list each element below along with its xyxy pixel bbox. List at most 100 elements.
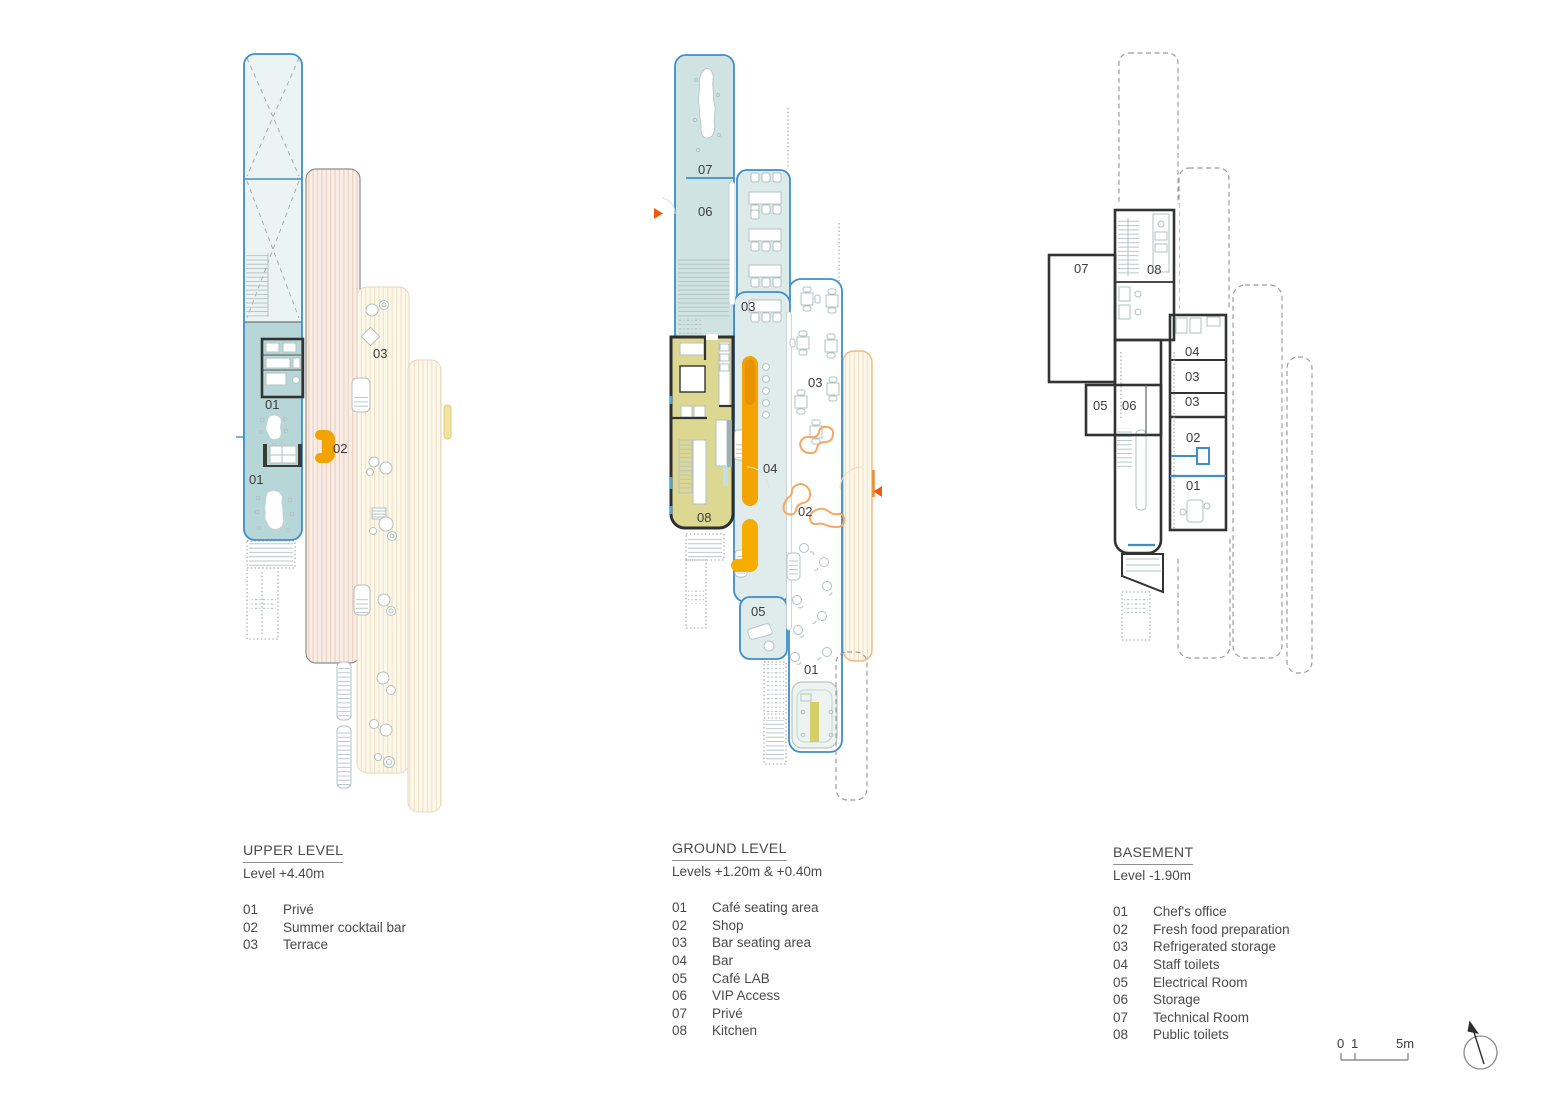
door-swing (661, 197, 676, 215)
basement-plan-drawing: 07 08 (1044, 52, 1313, 674)
room-label: 07 (1074, 261, 1088, 276)
legend-title: UPPER LEVEL (243, 843, 344, 863)
sofa (264, 490, 285, 530)
cafe-lab-table (763, 640, 775, 652)
upper-external-stair (246, 540, 296, 640)
chefs-desk (1186, 499, 1204, 523)
room-label: 02 (1186, 430, 1200, 445)
scale-bar: 0 1 5m (1337, 1036, 1414, 1061)
wall-sliver (728, 181, 736, 306)
room-label: 01 (1186, 478, 1200, 493)
upper-terrace-strip-1 (305, 168, 361, 664)
upper-stair (246, 253, 268, 317)
private-dining-room (791, 681, 838, 749)
footprint-deck-dashed (1286, 356, 1313, 674)
wall-sliver (786, 311, 792, 631)
room-label: 03 (1185, 369, 1199, 384)
entrance-arrow-west (654, 208, 663, 219)
room-label: 04 (1185, 344, 1199, 359)
bar-counter-2 (742, 519, 758, 572)
bar-counter-2-hook (731, 559, 751, 572)
room-label: 04 (763, 461, 777, 476)
room-label: 05 (751, 604, 765, 619)
prive-dots (692, 77, 722, 153)
shop-displays (782, 425, 845, 528)
upper-tower-outline (243, 53, 303, 541)
sofa-dots (254, 495, 295, 533)
scale-tick-0-label: 0 (1337, 1036, 1344, 1051)
vip-stair-dots (678, 318, 702, 334)
bar-seating-tables (748, 172, 782, 323)
door-swing (746, 466, 770, 490)
vip-stair (678, 257, 729, 317)
legend-subtitle: Levels +1.20m & +0.40m (672, 863, 823, 879)
room-label: 05 (1093, 398, 1107, 413)
sofa (265, 414, 282, 441)
legend-title: BASEMENT (1113, 845, 1194, 865)
room-label: 06 (698, 204, 712, 219)
upper-terrace-strip-3 (407, 359, 442, 813)
cafe-external-stairs (763, 661, 787, 765)
room-label: 03 (373, 346, 387, 361)
terrace-stair-tabs (336, 377, 371, 789)
room-label: 08 (697, 510, 711, 525)
ground-level-plan-drawing: 07 06 03 (654, 54, 882, 801)
north-arrow-icon (1463, 1020, 1498, 1070)
dining-table (810, 702, 819, 742)
legend-subtitle: Level +4.40m (243, 865, 325, 881)
room-label: 07 (698, 162, 712, 177)
bar-counter-top (745, 359, 755, 405)
terrace-plants (360, 300, 397, 768)
room-label: 06 (1122, 398, 1136, 413)
scale-tick-1-label: 1 (1351, 1036, 1358, 1051)
room-label: 01 (249, 472, 263, 487)
upper-mid-wall (263, 444, 302, 467)
legend-subtitle: Level -1.90m (1113, 867, 1192, 883)
door-swing (839, 466, 863, 490)
legend-title: GROUND LEVEL (672, 841, 787, 861)
ground-deck-strip (842, 350, 873, 662)
room-label: 03 (808, 375, 822, 390)
room-label: 02 (333, 441, 347, 456)
prive-lounge-feature (697, 67, 716, 139)
cafe-square-tables (789, 286, 840, 445)
footprint-lower-dashed (1177, 479, 1231, 659)
scale-tick-5-label: 5m (1396, 1036, 1414, 1051)
upper-level-plan-drawing: 01 01 02 03 (236, 53, 452, 813)
room-public-toilets: 08 (1113, 208, 1176, 342)
rooms-electrical-storage: 05 06 (1084, 383, 1163, 437)
prep-table (1196, 447, 1210, 465)
cafe-round-tables (790, 543, 833, 665)
terrace-bench (443, 404, 452, 440)
entrance-arrow-east (873, 486, 882, 497)
upper-bathroom-block (260, 337, 305, 399)
basement-stair-exit (1121, 553, 1164, 641)
deck-footprint-dashed (835, 651, 868, 801)
room-label: 01 (804, 662, 818, 677)
kitchen-block: 08 (669, 334, 735, 530)
summer-cocktail-bar-counter (315, 430, 335, 463)
footprint-wing2-dashed (1232, 284, 1283, 659)
room-label: 03 (741, 299, 755, 314)
footprint-wing1-dashed (1178, 167, 1230, 329)
